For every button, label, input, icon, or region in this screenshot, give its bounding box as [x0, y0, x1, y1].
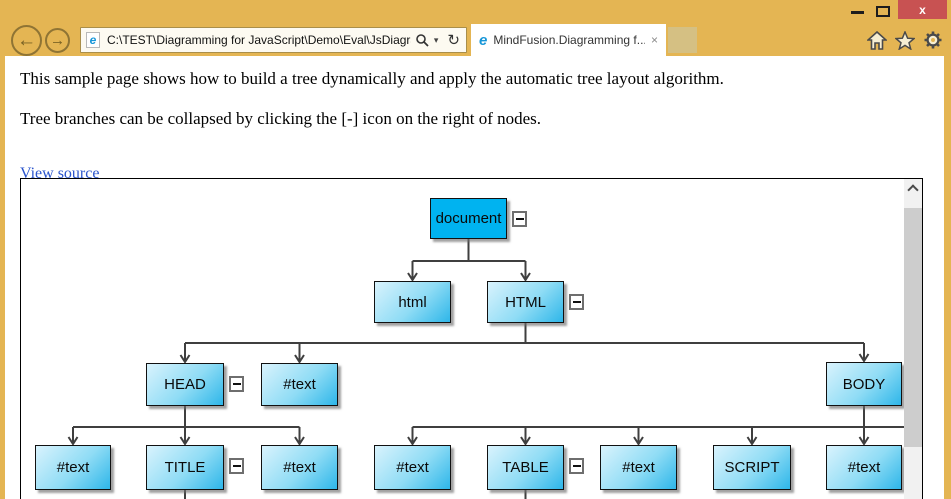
tree-node-label: TITLE	[164, 459, 206, 476]
collapse-hint-paragraph: Tree branches can be collapsed by clicki…	[20, 109, 542, 128]
back-arrow-icon: ←	[17, 29, 36, 51]
browser-tab[interactable]: e MindFusion.Diagramming f... ×	[471, 24, 666, 56]
forward-button[interactable]: →	[45, 28, 70, 53]
ie-logo-icon: e	[89, 33, 97, 47]
tree-node-label: html	[398, 293, 427, 311]
tree-node-label: TABLE	[502, 459, 549, 476]
tree-node-TABLE[interactable]: TABLE	[487, 445, 564, 490]
scrollbar-thumb[interactable]	[904, 208, 922, 447]
tree-node-TITLE[interactable]: TITLE	[146, 445, 224, 490]
web-page-content: This sample page shows how to build a tr…	[5, 56, 944, 499]
tree-node-label: document	[435, 210, 502, 227]
tree-node-text[interactable]: #text	[261, 363, 338, 406]
tree-node-label: #text	[847, 459, 881, 476]
gear-icon	[924, 31, 942, 49]
diagram-vertical-scrollbar[interactable]	[904, 179, 922, 499]
tab-title: MindFusion.Diagramming f...	[493, 33, 645, 47]
tree-node-document[interactable]: document	[430, 198, 507, 239]
home-button[interactable]	[867, 30, 887, 50]
tree-node-HTML[interactable]: HTML	[487, 281, 564, 323]
tree-node-label: SCRIPT	[724, 459, 780, 476]
refresh-icon[interactable]: ↻	[447, 32, 460, 49]
tree-node-SCRIPT[interactable]: SCRIPT	[713, 445, 791, 490]
tree-node-BODY[interactable]: BODY	[826, 362, 902, 406]
tree-node-label: #text	[283, 376, 316, 393]
collapse-minus-button[interactable]	[569, 294, 584, 310]
back-button[interactable]: ←	[11, 25, 42, 56]
tree-node-label: HEAD	[164, 376, 206, 393]
tree-node-label: #text	[622, 459, 655, 476]
tree-node-text[interactable]: #text	[374, 445, 451, 490]
search-dropdown-caret-icon[interactable]: ▾	[433, 34, 439, 45]
connector-lines	[67, 239, 904, 499]
search-icon[interactable]	[415, 33, 429, 47]
collapse-minus-button[interactable]	[229, 458, 244, 474]
tree-node-text[interactable]: #text	[600, 445, 677, 490]
star-icon	[895, 30, 915, 50]
tab-close-icon[interactable]: ×	[650, 33, 658, 47]
tab-ie-logo-icon: e	[479, 31, 488, 49]
new-tab-button[interactable]	[668, 27, 697, 53]
forward-arrow-icon: →	[50, 32, 65, 49]
collapse-minus-button[interactable]	[569, 458, 584, 474]
view-source-link[interactable]: View source	[20, 165, 100, 182]
collapse-minus-button[interactable]	[512, 211, 527, 227]
page-favicon-icon: e	[86, 32, 100, 48]
tree-node-HEAD[interactable]: HEAD	[146, 363, 224, 406]
tree-node-label: #text	[56, 459, 90, 476]
maximize-button[interactable]	[876, 6, 890, 17]
minimize-button[interactable]	[851, 11, 864, 14]
tree-node-label: #text	[396, 459, 429, 476]
tree-node-text[interactable]: #text	[261, 445, 338, 490]
scrollbar-up-arrow-icon[interactable]	[904, 179, 922, 196]
home-icon	[867, 30, 887, 50]
address-bar[interactable]: e C:\TEST\Diagramming for JavaScript\Dem…	[80, 27, 467, 53]
tree-node-label: BODY	[842, 375, 886, 393]
close-window-button[interactable]: x	[898, 0, 947, 19]
collapse-minus-button[interactable]	[229, 376, 244, 392]
tree-node-html[interactable]: html	[374, 281, 451, 323]
tree-node-text[interactable]: #text	[35, 445, 111, 490]
tree-node-label: HTML	[505, 293, 546, 311]
favorites-button[interactable]	[895, 30, 915, 50]
intro-paragraph: This sample page shows how to build a tr…	[20, 69, 724, 88]
tree-node-text[interactable]: #text	[826, 445, 902, 490]
tools-button[interactable]	[923, 30, 943, 50]
tree-node-label: #text	[283, 459, 316, 476]
address-url-text[interactable]: C:\TEST\Diagramming for JavaScript\Demo\…	[107, 33, 411, 47]
browser-chrome: x ← → e C:\TEST\Diagramming for JavaScri…	[0, 0, 951, 56]
